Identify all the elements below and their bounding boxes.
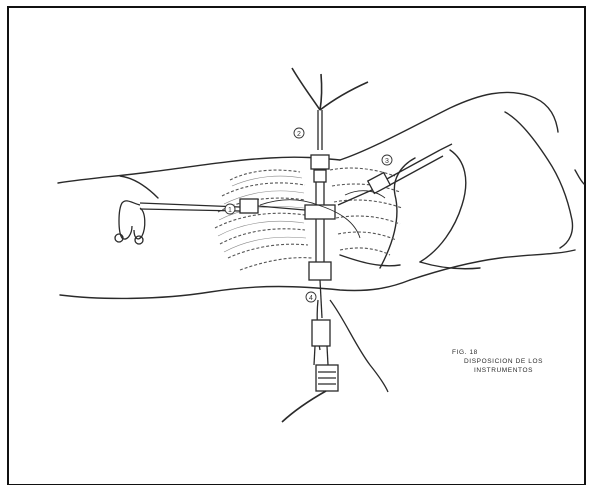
marker-2-label: 2 — [297, 131, 301, 138]
caption-line-3: INSTRUMENTOS — [474, 366, 593, 375]
marker-4: 4 — [306, 292, 316, 302]
marker-4-label: 4 — [309, 295, 313, 302]
border — [8, 7, 585, 485]
caption-line-2: DISPOSICION DE LOS — [464, 357, 593, 366]
caption-line-1: FIG. 18 — [452, 348, 582, 357]
marker-2: 2 — [294, 128, 304, 138]
marker-1-label: 1 — [228, 207, 232, 214]
marker-3-label: 3 — [385, 158, 389, 165]
marker-3: 3 — [382, 155, 392, 165]
figure-caption: FIG. 18 DISPOSICION DE LOS INSTRUMENTOS — [452, 348, 582, 375]
marker-1: 1 — [225, 204, 235, 214]
